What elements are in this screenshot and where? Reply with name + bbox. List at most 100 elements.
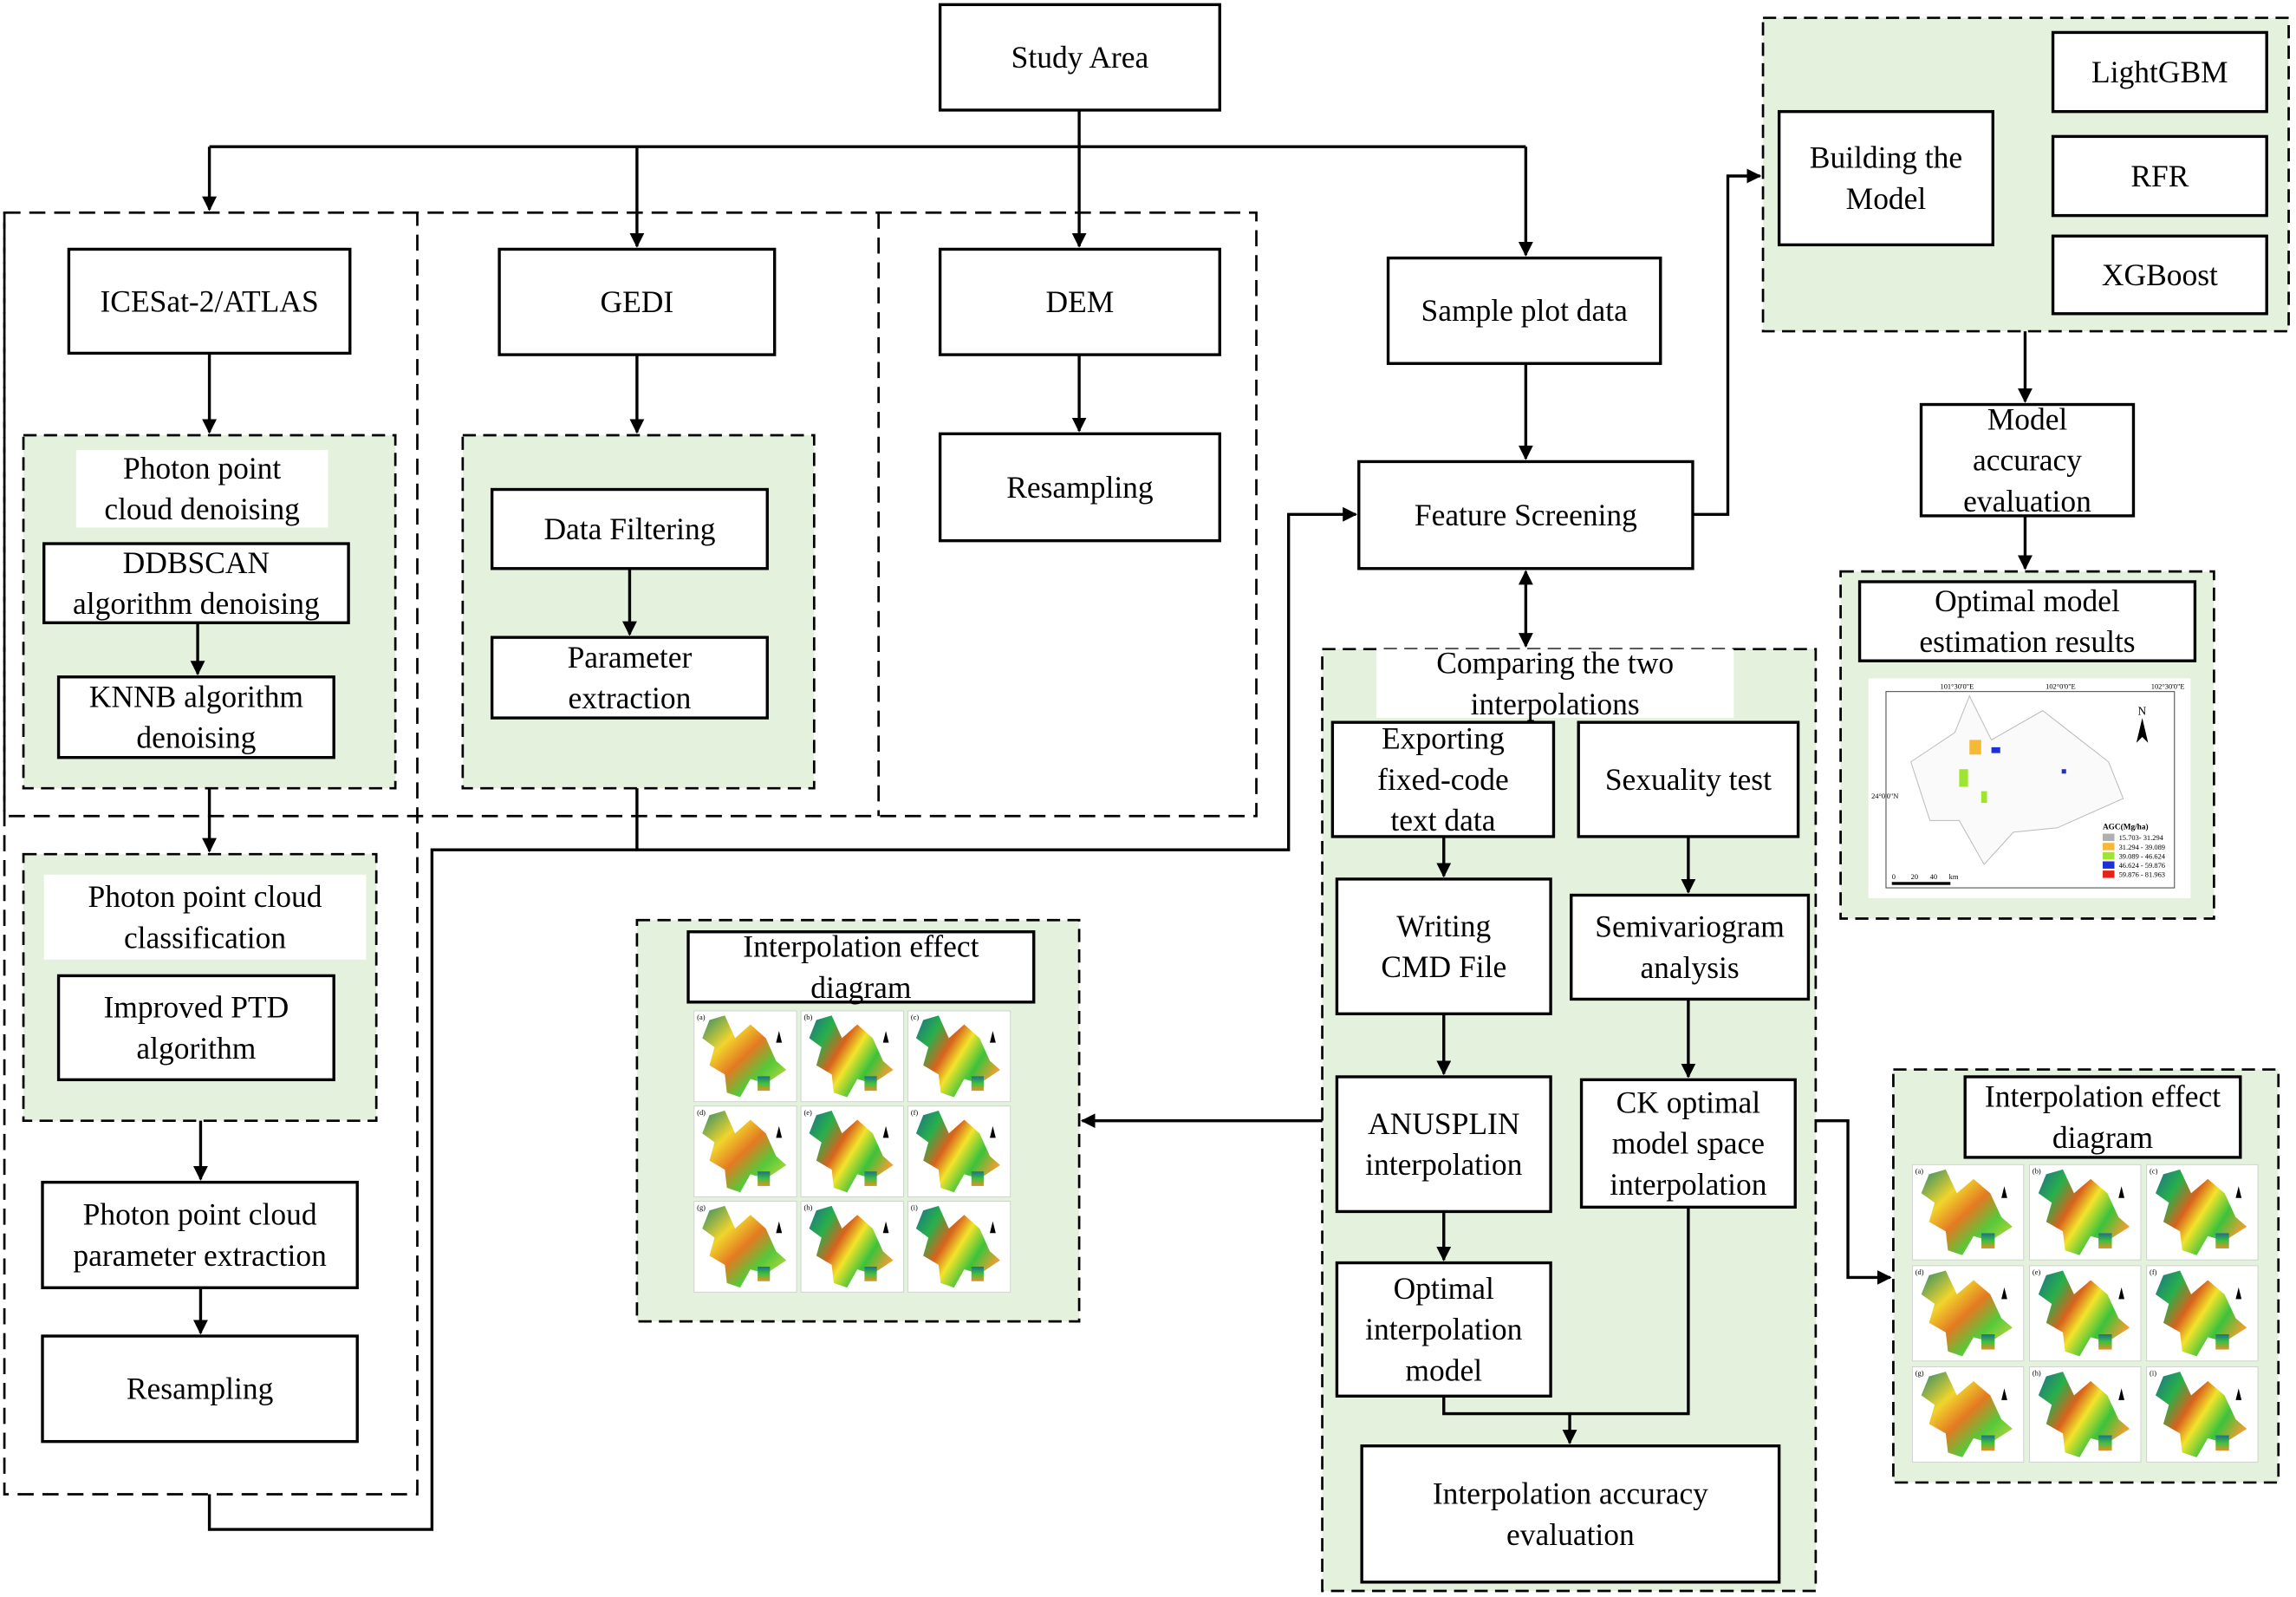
node-box (1963, 1075, 2242, 1159)
lat-tick: 24°0'0"N (1871, 792, 1898, 800)
node-box (43, 874, 367, 960)
label-line: Writing (1396, 909, 1491, 943)
panel-label: (a) (1916, 1166, 1924, 1175)
label-line: Improved PTD (103, 990, 289, 1025)
node-box (490, 487, 769, 570)
gedi-node: GEDI (498, 247, 777, 356)
north-arrow-icon (776, 1221, 783, 1234)
node-box (938, 432, 1221, 543)
north-arrow-icon (990, 1031, 996, 1043)
xgboost-node: XGBoost (2051, 234, 2268, 316)
label-line: Photon point (123, 451, 281, 486)
node-box (2051, 234, 2268, 316)
map-panel: (a) (693, 1010, 797, 1103)
label-line: KNNB algorithm (89, 679, 304, 714)
node-box (490, 636, 769, 720)
node-box (938, 3, 1221, 112)
north-arrow-icon (2001, 1287, 2007, 1300)
scale-label: 40 (1930, 872, 1937, 881)
label-line: text data (1390, 803, 1495, 838)
north-arrow-icon (882, 1221, 889, 1234)
panel-label: (a) (697, 1013, 706, 1021)
label-line: model (1405, 1353, 1482, 1388)
node-box (1360, 1444, 1781, 1584)
dem-node: DEM (938, 247, 1221, 356)
label-line: Building the (1810, 140, 1962, 175)
label-line: Resampling (127, 1372, 274, 1406)
label-line: Comparing the two (1436, 646, 1674, 681)
north-arrow-icon (990, 1125, 996, 1138)
panel-label: (d) (697, 1108, 706, 1117)
map-panel: (h) (2029, 1366, 2142, 1463)
label-line: GEDI (601, 284, 674, 319)
scale-label: km (1949, 872, 1959, 881)
label-line: Parameter (568, 640, 693, 675)
node-box (67, 247, 352, 355)
panel-label: (c) (911, 1013, 920, 1021)
improved-ptd-node: Improved PTD algorithm (56, 974, 335, 1082)
label-line: algorithm (136, 1031, 256, 1066)
scale-label: 20 (1911, 872, 1918, 881)
node-box (2051, 30, 2268, 114)
label-line: accuracy (1973, 443, 2082, 478)
label-line: DEM (1046, 284, 1115, 319)
node-box (1579, 1078, 1797, 1209)
node-box (1335, 877, 1552, 1016)
model-accuracy-node: Model accuracy evaluation (1919, 401, 2136, 518)
north-arrow-icon (2136, 718, 2149, 743)
node-label: Sample plot data (1421, 293, 1628, 328)
sexuality-test-node: Sexuality test (1577, 720, 1800, 838)
north-arrow-icon (2235, 1388, 2242, 1400)
label-line: algorithm denoising (73, 586, 320, 621)
effect-right-maps: (a)(b)(c)(d)(e)(f)(g)(h)(i) (1911, 1164, 2259, 1463)
north-arrow-icon (776, 1125, 783, 1138)
north-arrow-icon (882, 1031, 889, 1043)
node-label: GEDI (601, 284, 674, 319)
label-line: evaluation (1963, 484, 2091, 518)
label-line: Sample plot data (1421, 293, 1628, 328)
map-panel: (f) (907, 1105, 1011, 1197)
label-line: interpolation (1365, 1312, 1523, 1346)
legend-swatch (2102, 870, 2115, 878)
dem-resampling-node: Resampling (938, 432, 1221, 543)
label-line: diagram (810, 970, 912, 1005)
photon-resampling-node: Resampling (41, 1334, 359, 1444)
scale-bar (1891, 882, 1951, 885)
node-label: Model accuracy evaluation (1963, 401, 2091, 518)
label-line: Model (1987, 401, 2068, 436)
label-line: model space (1612, 1126, 1765, 1161)
panel-label: (b) (2033, 1166, 2041, 1175)
node-box (498, 247, 777, 356)
map-panel: (c) (2146, 1164, 2259, 1261)
node-label: LightGBM (2091, 55, 2228, 89)
node-label: RFR (2130, 159, 2189, 193)
legend-label: 46.624 - 59.876 (2119, 861, 2165, 870)
north-arrow-icon (882, 1125, 889, 1138)
lon-tick: 102°0'0"E (2046, 681, 2076, 690)
icesat-region (3, 211, 1258, 818)
node-box (56, 675, 335, 759)
optimal-interp-node: Optimal interpolation model (1335, 1261, 1552, 1398)
map-panel: (d) (693, 1105, 797, 1197)
lightgbm-node: LightGBM (2051, 30, 2268, 114)
label-line: Optimal (1394, 1271, 1494, 1306)
node-label: Resampling (1006, 470, 1154, 505)
panel-label: (e) (803, 1108, 812, 1117)
node-box (1919, 402, 2136, 518)
panel-label: (h) (803, 1203, 812, 1212)
map-panel: (d) (1911, 1265, 2025, 1362)
label-line: Optimal model (1935, 583, 2120, 618)
label-line: extraction (569, 681, 692, 715)
